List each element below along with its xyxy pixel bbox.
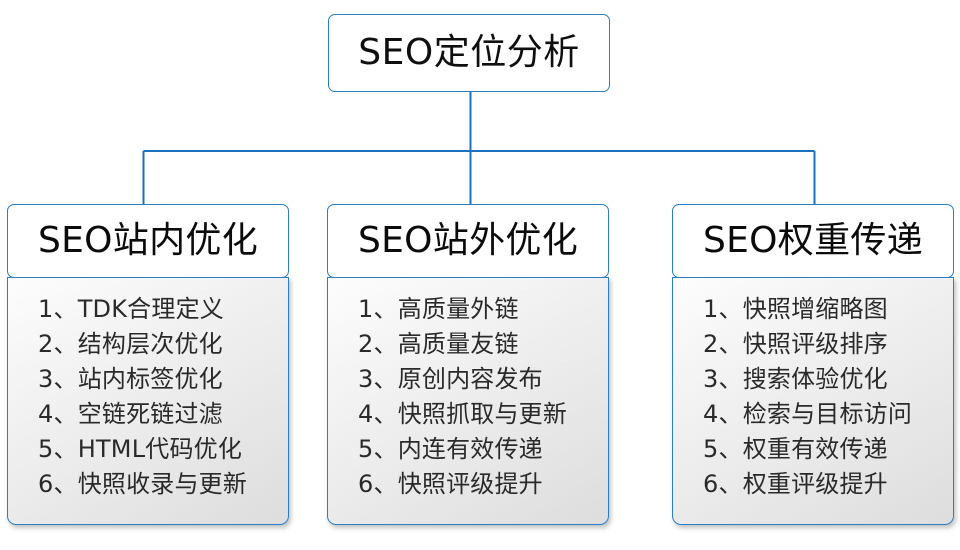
- list-item-text: 权重评级提升: [742, 470, 888, 498]
- list-item-separator: 、: [53, 470, 78, 498]
- list-item-text: 快照评级排序: [742, 330, 888, 358]
- branch-item-list-3: 1、快照增缩略图 2、快照评级排序 3、搜索体验优化 4、检索与目标访问 5、权…: [673, 292, 953, 502]
- list-item-separator: 、: [373, 400, 398, 428]
- root-node[interactable]: SEO定位分析: [328, 14, 610, 92]
- list-item-separator: 、: [373, 365, 398, 393]
- list-item-index: 3: [38, 365, 54, 393]
- list-item-text: 原创内容发布: [397, 365, 543, 393]
- branch-header-label-3: SEO权重传递: [702, 220, 924, 261]
- list-item-text: 高质量友链: [397, 330, 519, 358]
- list-item-index: 1: [358, 295, 374, 323]
- list-item-index: 6: [38, 470, 54, 498]
- list-item-separator: 、: [718, 330, 743, 358]
- list-item[interactable]: 4、检索与目标访问: [703, 397, 953, 432]
- list-item-index: 2: [703, 330, 719, 358]
- list-item-separator: 、: [53, 365, 78, 393]
- list-item-index: 5: [358, 435, 374, 463]
- list-item-separator: 、: [718, 295, 743, 323]
- list-item-text: 结构层次优化: [77, 330, 223, 358]
- list-item[interactable]: 6、权重评级提升: [703, 467, 953, 502]
- list-item-text: 权重有效传递: [742, 435, 888, 463]
- list-item-index: 6: [358, 470, 374, 498]
- list-item-separator: 、: [53, 400, 78, 428]
- branch-body-1: 1、TDK合理定义 2、结构层次优化 3、站内标签优化 4、空链死链过滤 5、H…: [7, 277, 289, 525]
- list-item-index: 1: [38, 295, 54, 323]
- list-item-text: 快照抓取与更新: [397, 400, 568, 428]
- branch-header-label-1: SEO站内优化: [37, 220, 259, 261]
- list-item[interactable]: 5、内连有效传递: [358, 432, 608, 467]
- list-item-index: 3: [358, 365, 374, 393]
- list-item[interactable]: 6、快照收录与更新: [38, 467, 288, 502]
- list-item-separator: 、: [53, 435, 78, 463]
- list-item[interactable]: 3、原创内容发布: [358, 362, 608, 397]
- list-item-text: 快照增缩略图: [742, 295, 888, 323]
- list-item-text: 检索与目标访问: [742, 400, 913, 428]
- list-item-index: 2: [358, 330, 374, 358]
- list-item[interactable]: 4、快照抓取与更新: [358, 397, 608, 432]
- branch-column-3: SEO权重传递 1、快照增缩略图 2、快照评级排序 3、搜索体验优化 4、检索与…: [672, 204, 954, 525]
- branch-body-3: 1、快照增缩略图 2、快照评级排序 3、搜索体验优化 4、检索与目标访问 5、权…: [672, 277, 954, 525]
- list-item-text: 快照收录与更新: [77, 470, 248, 498]
- branch-header-1[interactable]: SEO站内优化: [7, 204, 289, 278]
- list-item[interactable]: 6、快照评级提升: [358, 467, 608, 502]
- list-item-separator: 、: [718, 400, 743, 428]
- list-item[interactable]: 5、权重有效传递: [703, 432, 953, 467]
- list-item-text: 内连有效传递: [397, 435, 543, 463]
- list-item[interactable]: 1、高质量外链: [358, 292, 608, 327]
- list-item[interactable]: 2、快照评级排序: [703, 327, 953, 362]
- list-item-index: 6: [703, 470, 719, 498]
- list-item[interactable]: 3、站内标签优化: [38, 362, 288, 397]
- list-item-separator: 、: [718, 470, 743, 498]
- branch-item-list-1: 1、TDK合理定义 2、结构层次优化 3、站内标签优化 4、空链死链过滤 5、H…: [8, 292, 288, 502]
- branch-column-2: SEO站外优化 1、高质量外链 2、高质量友链 3、原创内容发布 4、快照抓取与…: [327, 204, 609, 525]
- list-item-separator: 、: [373, 435, 398, 463]
- list-item[interactable]: 5、HTML代码优化: [38, 432, 288, 467]
- list-item-separator: 、: [53, 295, 78, 323]
- branch-header-3[interactable]: SEO权重传递: [672, 204, 954, 278]
- branch-header-label-2: SEO站外优化: [357, 220, 579, 261]
- list-item[interactable]: 3、搜索体验优化: [703, 362, 953, 397]
- list-item-text: HTML代码优化: [77, 435, 243, 463]
- root-node-label: SEO定位分析: [358, 32, 580, 73]
- list-item-separator: 、: [718, 365, 743, 393]
- branch-header-2[interactable]: SEO站外优化: [327, 204, 609, 278]
- list-item-index: 4: [358, 400, 374, 428]
- list-item-text: TDK合理定义: [77, 295, 224, 323]
- list-item-separator: 、: [718, 435, 743, 463]
- list-item-separator: 、: [373, 330, 398, 358]
- list-item-index: 2: [38, 330, 54, 358]
- list-item-text: 空链死链过滤: [77, 400, 223, 428]
- list-item[interactable]: 1、快照增缩略图: [703, 292, 953, 327]
- list-item-separator: 、: [53, 330, 78, 358]
- branch-item-list-2: 1、高质量外链 2、高质量友链 3、原创内容发布 4、快照抓取与更新 5、内连有…: [328, 292, 608, 502]
- list-item-text: 站内标签优化: [77, 365, 223, 393]
- list-item-separator: 、: [373, 470, 398, 498]
- list-item-index: 5: [703, 435, 719, 463]
- list-item-index: 4: [703, 400, 719, 428]
- branch-body-2: 1、高质量外链 2、高质量友链 3、原创内容发布 4、快照抓取与更新 5、内连有…: [327, 277, 609, 525]
- list-item-separator: 、: [373, 295, 398, 323]
- list-item-index: 1: [703, 295, 719, 323]
- list-item-index: 3: [703, 365, 719, 393]
- list-item[interactable]: 1、TDK合理定义: [38, 292, 288, 327]
- list-item-index: 5: [38, 435, 54, 463]
- list-item[interactable]: 2、高质量友链: [358, 327, 608, 362]
- list-item-text: 高质量外链: [397, 295, 519, 323]
- list-item[interactable]: 4、空链死链过滤: [38, 397, 288, 432]
- branch-column-1: SEO站内优化 1、TDK合理定义 2、结构层次优化 3、站内标签优化 4、空链…: [7, 204, 289, 525]
- list-item-index: 4: [38, 400, 54, 428]
- list-item[interactable]: 2、结构层次优化: [38, 327, 288, 362]
- list-item-text: 搜索体验优化: [742, 365, 888, 393]
- list-item-text: 快照评级提升: [397, 470, 543, 498]
